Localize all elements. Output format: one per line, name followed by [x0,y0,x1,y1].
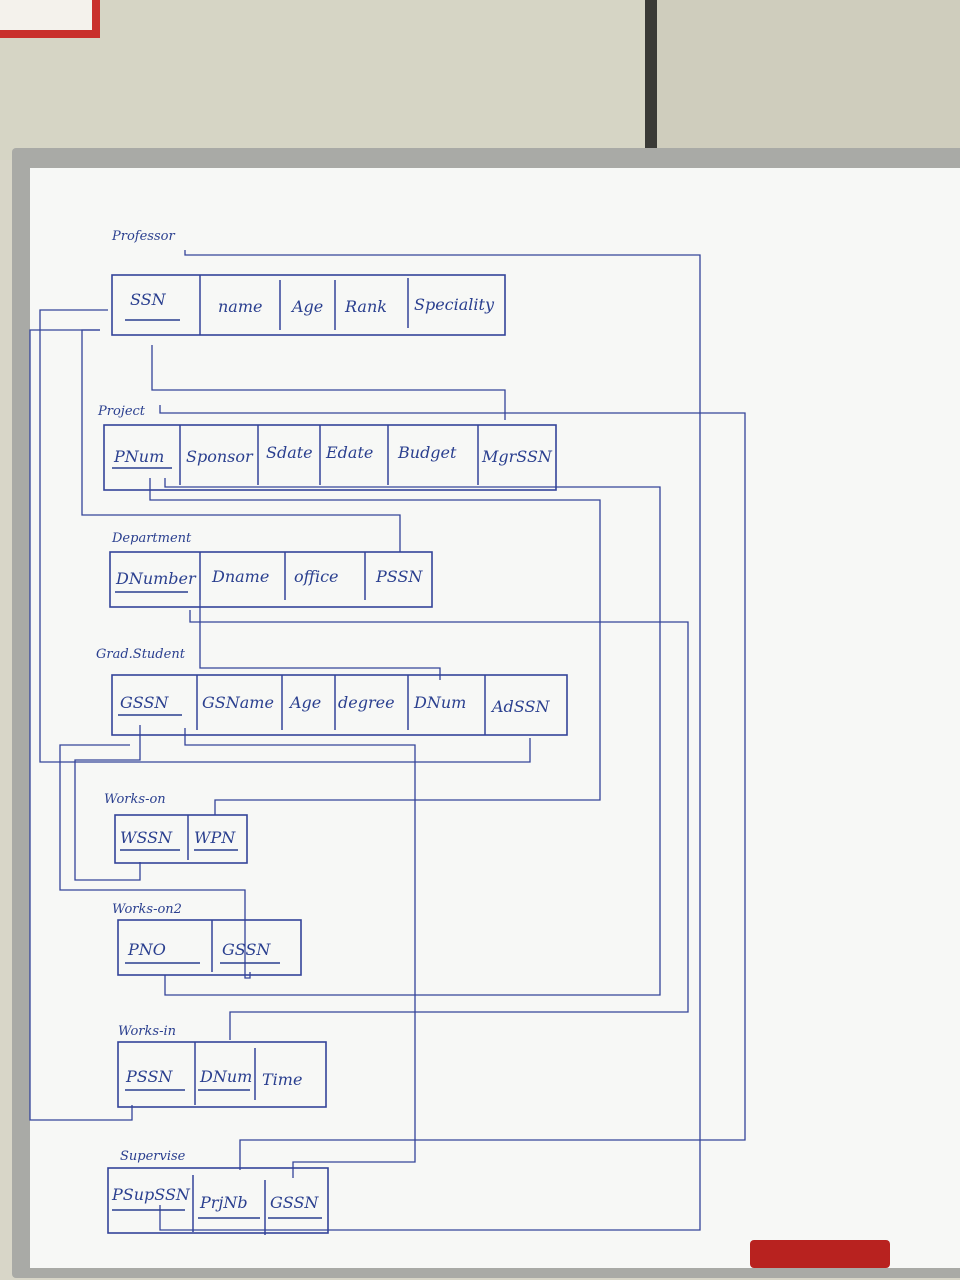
link-supervise-prjnb-to-pnum [159,405,746,1170]
field: MgrSSN [481,447,553,466]
field: DNum [413,693,466,712]
red-marker [750,1240,890,1268]
field-ssn: SSN [130,290,167,309]
red-sign [0,0,100,38]
field: Sdate [266,443,313,462]
field: office [294,567,339,586]
foreign-key-links [29,250,746,1231]
field-pno: PNO [127,940,166,959]
table-works-on: Works-on WSSN WPN [104,792,248,864]
table-name: Works-on [104,792,166,807]
field: Edate [325,443,373,462]
link-workson2-pno-to-pnum [164,478,661,996]
table-name: Project [97,404,146,419]
field-gssn: GSSN [222,940,271,959]
link-adssn-to-ssn [39,309,531,763]
field-gssn: GSSN [270,1193,319,1212]
field: Age [290,297,323,316]
link-gradstudent-dnum-to-dnumber [199,600,441,680]
table-name: Professor [111,229,175,244]
field: name [218,297,262,316]
link-worksin-pssn-to-ssn [29,329,133,1121]
table-supervise: Supervise PSupSSN PrjNb GSSN [107,1149,329,1235]
link-supervise-gssn-to-gssn [184,728,416,1178]
field-dnumber: DNumber [115,569,197,588]
field-dnum: DNum [199,1067,252,1086]
table-department: Department DNumber Dname office PSSN [109,531,433,608]
field: degree [338,693,395,712]
field: Age [288,693,321,712]
field: Rank [344,297,387,316]
table-name: Supervise [120,1149,186,1164]
table-name: Works-in [118,1024,176,1039]
table-project: Project PNum Sponsor Sdate Edate Budget … [97,404,557,491]
field-pssn: PSSN [125,1067,173,1086]
field-prjnb: PrjNb [199,1193,248,1212]
field: Dname [211,567,269,586]
field-psupssn: PSupSSN [111,1185,191,1204]
field: Speciality [414,295,495,314]
field: GSName [202,693,274,712]
field-wssn: WSSN [120,828,173,847]
link-worksin-dnum-to-dnumber [189,610,689,1040]
whiteboard [30,168,960,1268]
wall-seam [645,0,657,160]
table-works-on2: Works-on2 PNO GSSN [112,902,302,976]
link-workson-wpn-to-pnum [149,478,601,815]
link-workson2-gssn-to-gssn [59,744,251,979]
link-department-pssn-to-ssn [81,329,401,552]
table-grad-student: Grad.Student GSSN GSName Age degree DNum… [96,647,568,736]
field: PSSN [375,567,423,586]
field: Budget [397,443,457,462]
link-workson-wssn-to-gssn [74,725,141,881]
field: AdSSN [490,697,550,716]
field-wpn: WPN [194,828,236,847]
field: Sponsor [186,447,254,466]
table-professor: Professor SSN name Age Rank Speciality [111,229,506,336]
link-project-mgrssn-to-ssn [151,345,506,420]
field-gssn: GSSN [120,693,169,712]
wall-background-right [657,0,960,160]
link-supervise-to-professor [159,250,701,1231]
table-name: Department [111,531,192,546]
table-works-in: Works-in PSSN DNum Time [117,1024,327,1108]
wall-background [0,0,645,160]
field-pnum: PNum [113,447,164,466]
field: Time [262,1070,302,1089]
table-name: Grad.Student [96,647,186,662]
table-name: Works-on2 [112,902,182,917]
